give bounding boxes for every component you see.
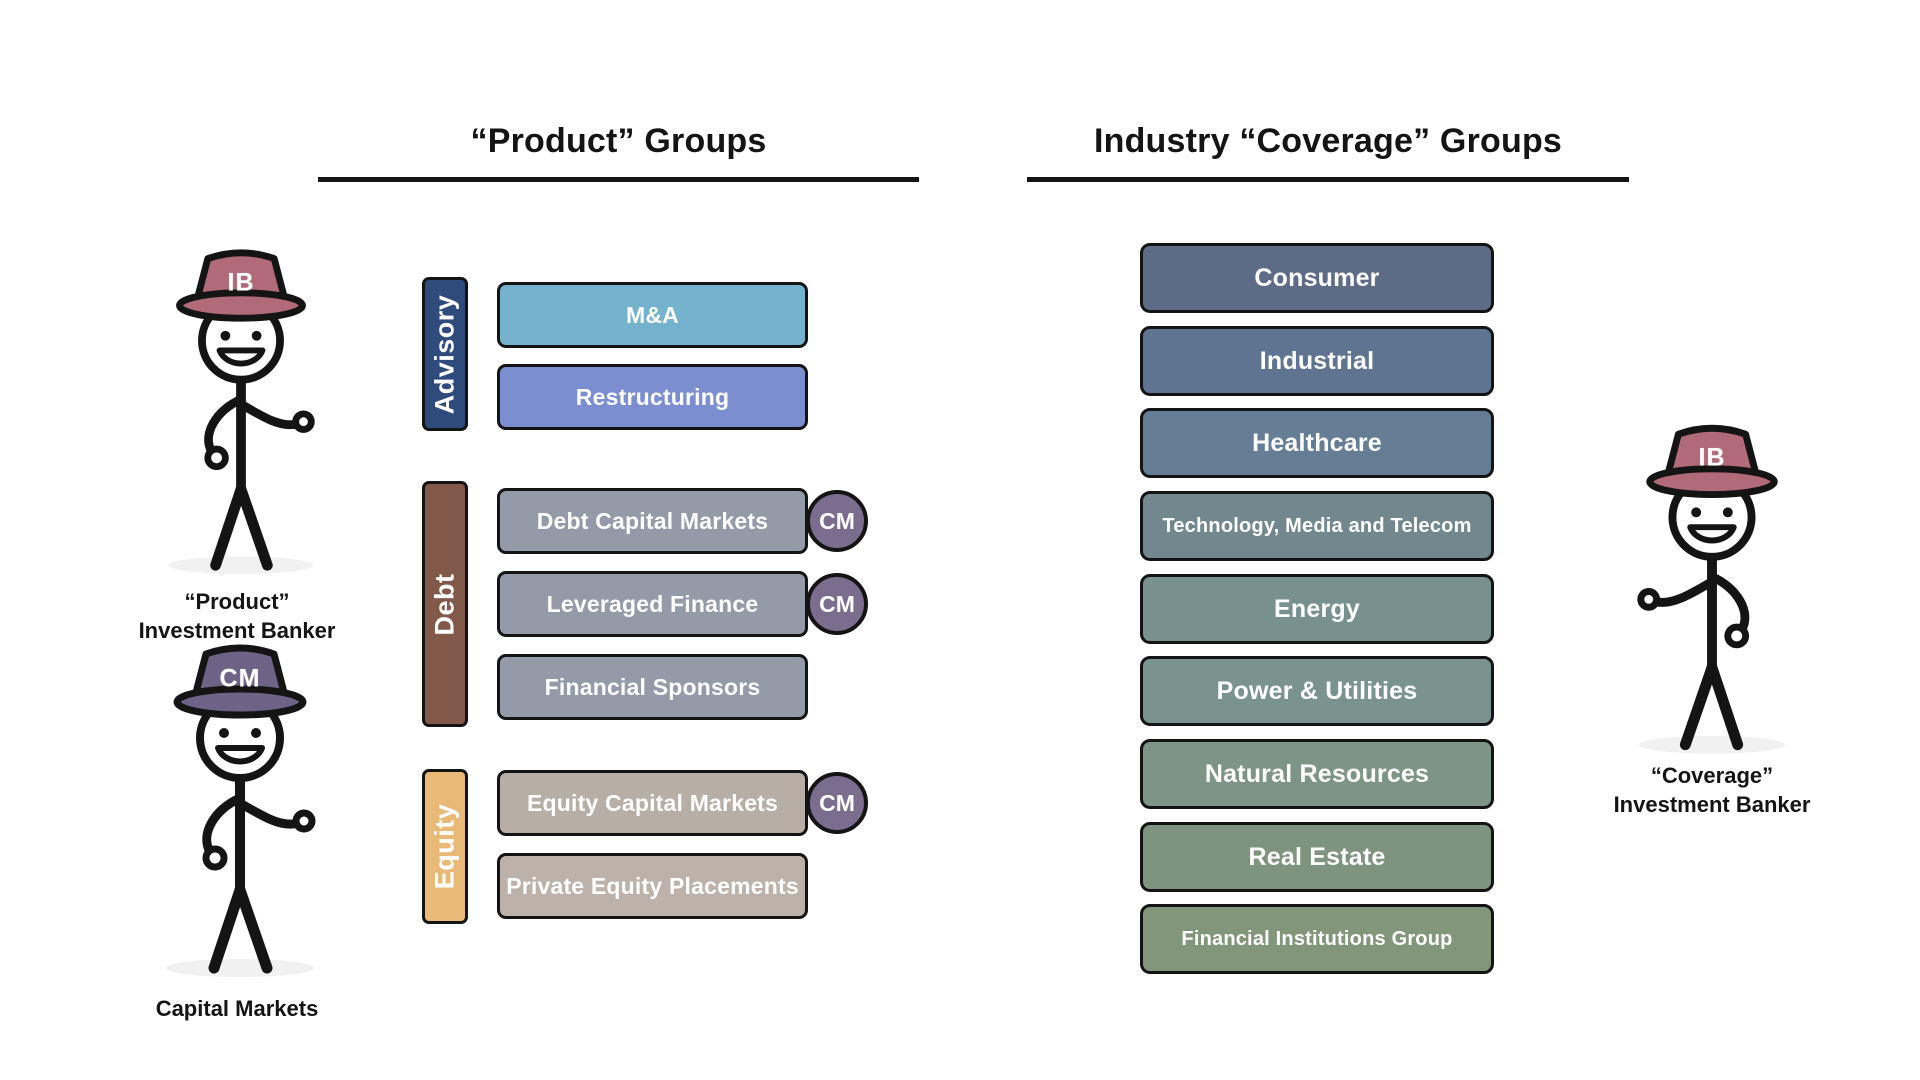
hat-brim <box>1646 465 1778 498</box>
right-eye <box>1691 507 1702 518</box>
figure-shadow <box>166 959 314 977</box>
stick-figure-drawing <box>1637 424 1786 754</box>
right-leg <box>234 884 273 974</box>
hat-brim <box>176 289 306 322</box>
hat-label-cm: CM <box>219 664 261 693</box>
akimbo-hand <box>204 445 229 471</box>
extended-arm <box>1650 577 1717 607</box>
extended-arm <box>235 798 303 829</box>
coverage-banker-figure: IB <box>1623 418 1801 755</box>
capital-markets-caption: Capital Markets <box>117 995 357 1024</box>
extended-arm <box>236 399 303 430</box>
figure-shadow <box>1638 735 1786 754</box>
node-restructuring: Restructuring <box>497 364 808 430</box>
product-banker-caption-line2: Investment Banker <box>138 617 336 643</box>
extended-hand <box>292 809 316 833</box>
stick-figure-drawing <box>168 249 315 575</box>
node-industrial: Industrial <box>1140 326 1494 396</box>
debt-group-label-text: Debt <box>429 573 460 635</box>
left-leg <box>210 483 247 571</box>
right-leg <box>1679 662 1718 751</box>
node-leveraged-finance: Leveraged Finance <box>497 571 808 637</box>
node-healthcare: Healthcare <box>1140 408 1494 478</box>
node-debt-capital-markets: Debt Capital Markets <box>497 488 808 554</box>
coverage-banker-caption-line1: “Coverage” <box>1650 763 1774 788</box>
cm-badge-dcm: CM <box>806 490 868 552</box>
hat-label-ib: IB <box>227 268 255 297</box>
cm-badge-levfin: CM <box>806 573 868 635</box>
node-real-estate: Real Estate <box>1140 822 1494 892</box>
node-financial-sponsors: Financial Sponsors <box>497 654 808 720</box>
akimbo-arm <box>1707 572 1750 635</box>
akimbo-arm <box>202 793 245 857</box>
node-consumer: Consumer <box>1140 243 1494 313</box>
product-banker-figure: IB <box>153 243 329 575</box>
coverage-banker-caption: “Coverage” Investment Banker <box>1592 762 1832 819</box>
extended-hand <box>1637 587 1661 611</box>
coverage-groups-title: Industry “Coverage” Groups <box>1027 122 1629 182</box>
advisory-group-label-text: Advisory <box>429 294 460 414</box>
left-leg <box>1706 662 1744 751</box>
mouth <box>215 745 265 765</box>
node-energy: Energy <box>1140 574 1494 644</box>
right-leg <box>235 483 273 571</box>
capital-markets-caption-text: Capital Markets <box>155 996 319 1021</box>
akimbo-hand <box>1724 623 1750 649</box>
equity-group-label-text: Equity <box>429 803 460 890</box>
node-tmt: Technology, Media and Telecom <box>1140 491 1494 561</box>
coverage-banker-caption-line2: Investment Banker <box>1613 791 1811 817</box>
hat-label-ib: IB <box>1698 443 1726 472</box>
left-eye <box>220 330 231 341</box>
left-leg <box>208 884 246 974</box>
mouth <box>1687 524 1737 544</box>
right-eye <box>251 728 261 738</box>
node-financial-institutions-group: Financial Institutions Group <box>1140 904 1494 974</box>
figure-shadow <box>168 556 314 575</box>
right-eye <box>251 330 262 341</box>
product-banker-caption-line1: “Product” <box>184 589 290 614</box>
debt-group-label: Debt <box>422 481 468 727</box>
node-ma: M&A <box>497 282 808 348</box>
capital-markets-figure: CM <box>150 638 330 978</box>
equity-group-label: Equity <box>422 769 468 924</box>
node-natural-resources: Natural Resources <box>1140 739 1494 809</box>
product-groups-title: “Product” Groups <box>318 122 919 182</box>
node-private-equity-placements: Private Equity Placements <box>497 853 808 919</box>
extended-hand <box>292 410 315 433</box>
left-eye <box>1722 507 1733 518</box>
node-equity-capital-markets: Equity Capital Markets <box>497 770 808 836</box>
advisory-group-label: Advisory <box>422 277 468 431</box>
product-banker-caption: “Product” Investment Banker <box>117 588 357 645</box>
akimbo-arm <box>204 394 246 457</box>
hat-brim <box>173 685 307 719</box>
cm-badge-ecm: CM <box>806 772 868 834</box>
mouth <box>216 347 266 367</box>
node-power-utilities: Power & Utilities <box>1140 656 1494 726</box>
akimbo-hand <box>202 845 228 871</box>
stick-figure-drawing <box>166 644 316 977</box>
left-eye <box>219 728 229 738</box>
